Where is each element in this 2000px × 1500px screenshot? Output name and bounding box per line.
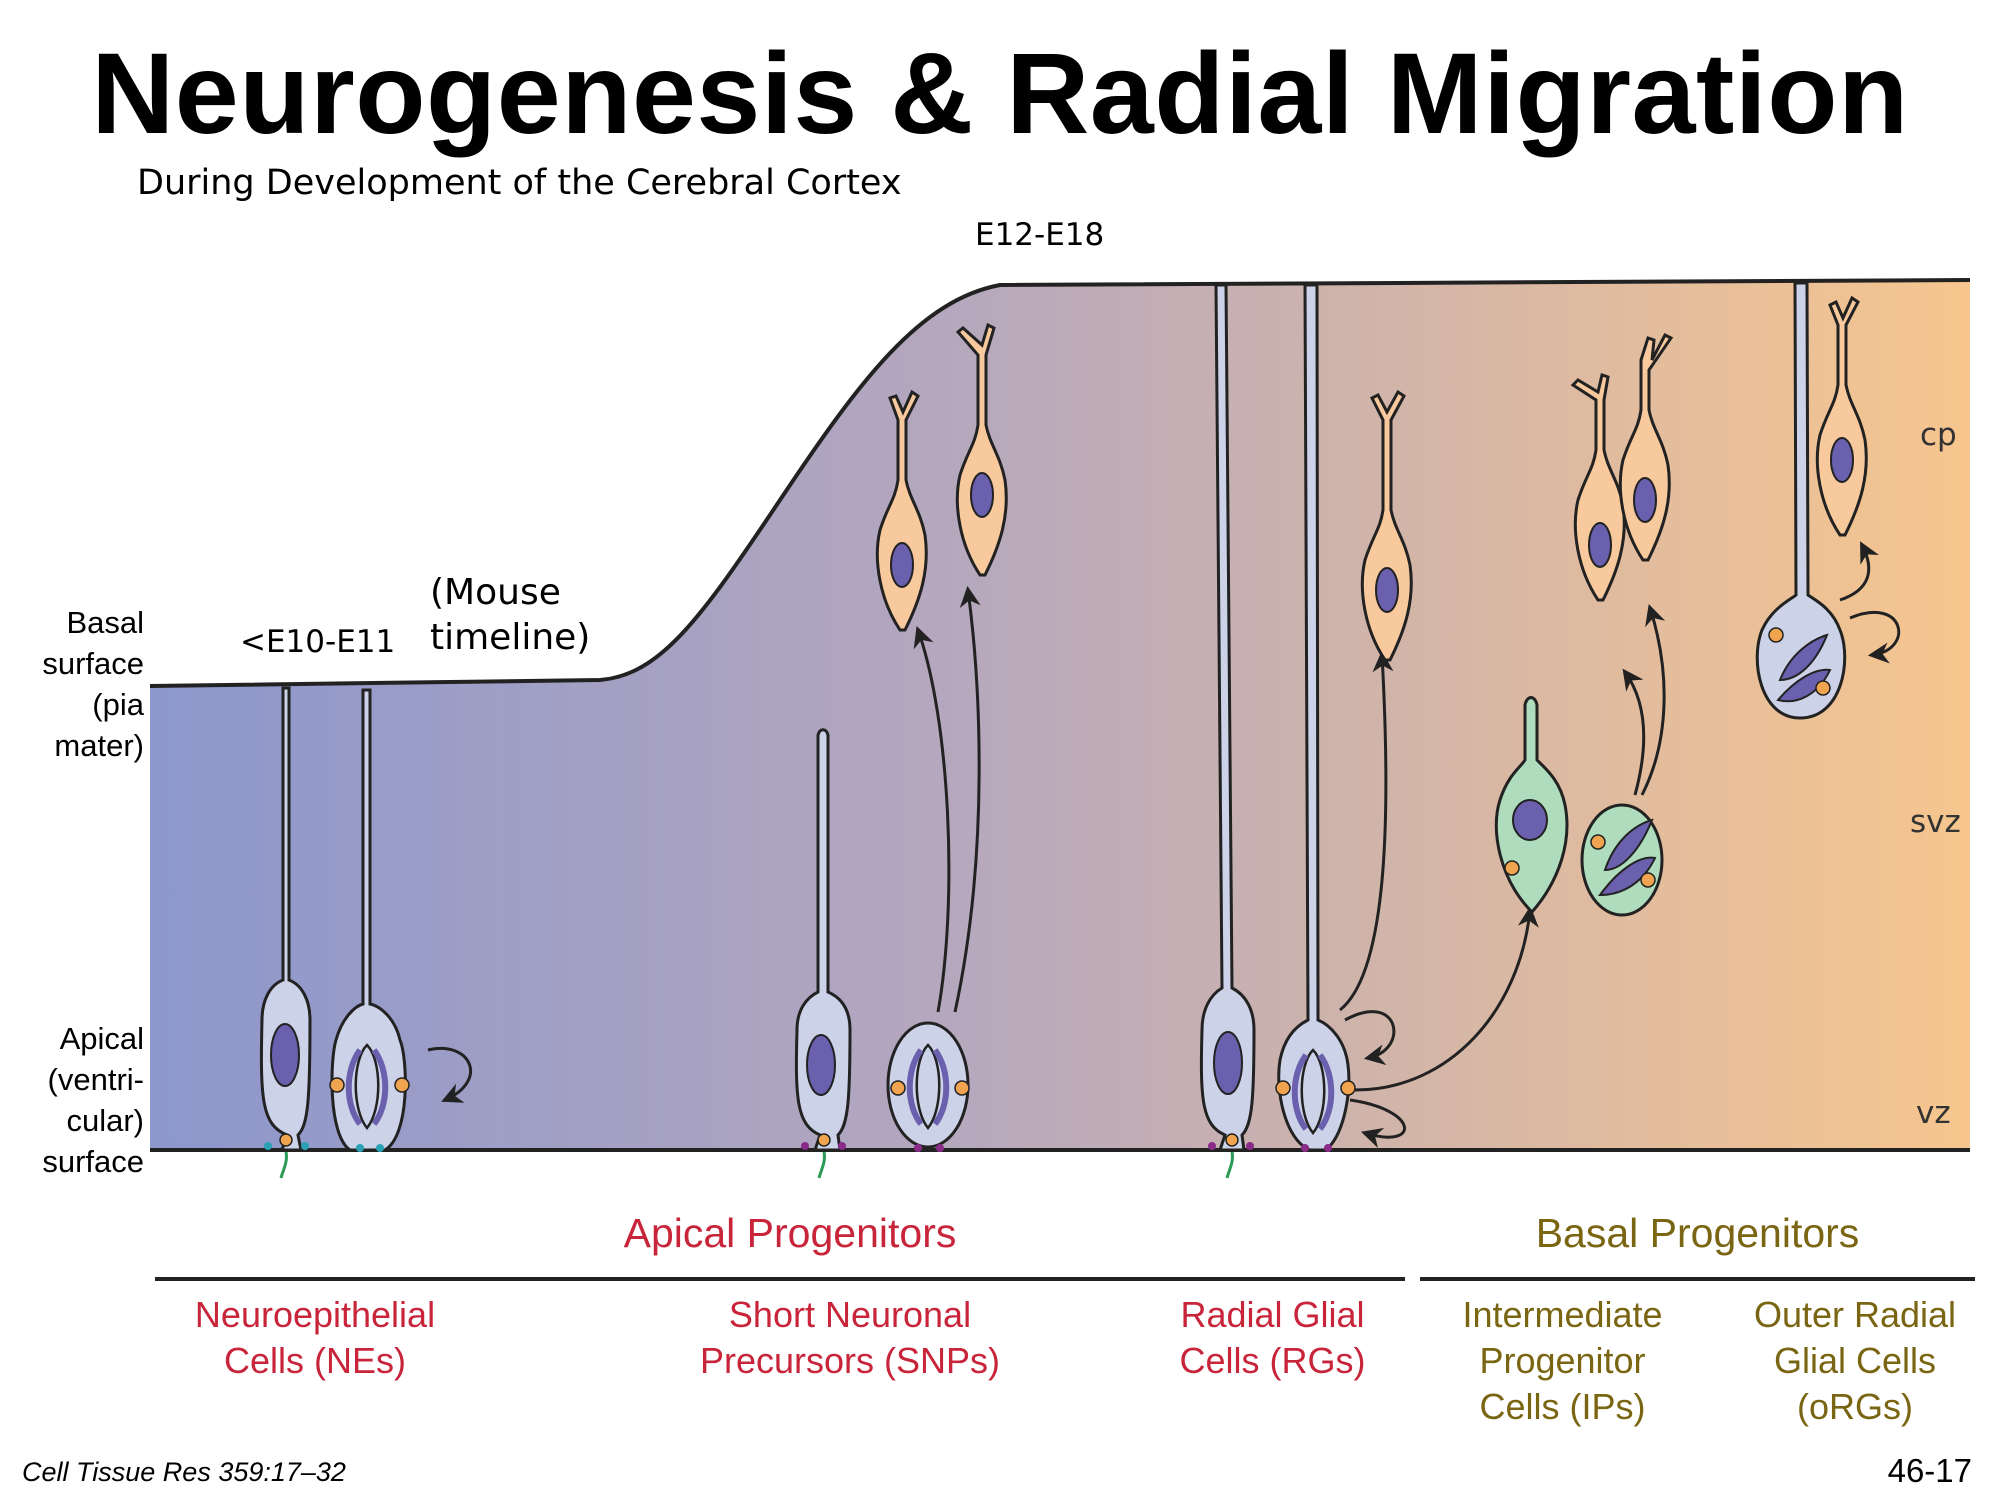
neuron-ip-2: [1618, 332, 1674, 562]
page-subtitle: During Development of the Cerebral Corte…: [137, 163, 902, 203]
rg-cell-1: [1199, 283, 1256, 1179]
timeline-note-line2: timeline): [430, 617, 590, 658]
zone-label-vz: vz: [1916, 1095, 1951, 1131]
ne-cell-1: [259, 686, 312, 1179]
ip-arrow-1: [1622, 668, 1646, 796]
zone-label-cp: cp: [1920, 417, 1957, 453]
timeline-note-line1: (Mouse: [430, 572, 561, 613]
rg-self-arrow-2: [1349, 1098, 1407, 1148]
ne-cell-2: [329, 688, 410, 1152]
neuron-rg: [1360, 389, 1413, 662]
apical-surface-label: Apical (ventri- cular) surface: [42, 1021, 144, 1179]
snp-cell-2: [886, 1021, 970, 1152]
rg-neuron-arrow: [1339, 650, 1394, 1012]
rg-ip-arrow: [1354, 905, 1539, 1092]
zone-label-svz: svz: [1910, 804, 1961, 840]
neuron-org: [1815, 295, 1868, 537]
org-cell: [1755, 281, 1847, 720]
neuron-snp-1: [875, 389, 928, 632]
rg-self-arrow-1: [1344, 1010, 1396, 1066]
page-number: 46-17: [1887, 1452, 1972, 1489]
ne-self-renew-arrow: [427, 1047, 472, 1103]
citation: Cell Tissue Res 359:17–32: [22, 1457, 346, 1487]
timeline-late: E12-E18: [975, 217, 1104, 253]
org-arrow-neuron: [1839, 541, 1880, 602]
ip-cell-2: [1580, 803, 1664, 917]
snp-arrow-2: [953, 585, 981, 1013]
ip-cell-1: [1494, 696, 1569, 915]
snp-cell-1: [794, 728, 852, 1179]
neuron-snp-2: [955, 322, 1008, 577]
snp-arrow-1: [913, 626, 951, 1013]
org-self-arrow: [1849, 610, 1901, 664]
ip-arrow-2: [1640, 604, 1666, 796]
timeline-early: <E10-E11: [240, 624, 395, 660]
rg-cell-2: [1275, 283, 1356, 1152]
basal-progenitors-label: Basal Progenitors: [1535, 1210, 1860, 1256]
cortex-region: [150, 280, 1970, 1150]
apical-progenitors-label: Apical Progenitors: [623, 1210, 957, 1256]
neuron-ip-1: [1570, 373, 1626, 602]
basal-surface-label: Basal surface (pia mater): [42, 605, 144, 763]
basal-surface-line: [149, 278, 1971, 688]
page-title: Neurogenesis & Radial Migration: [91, 30, 1909, 158]
